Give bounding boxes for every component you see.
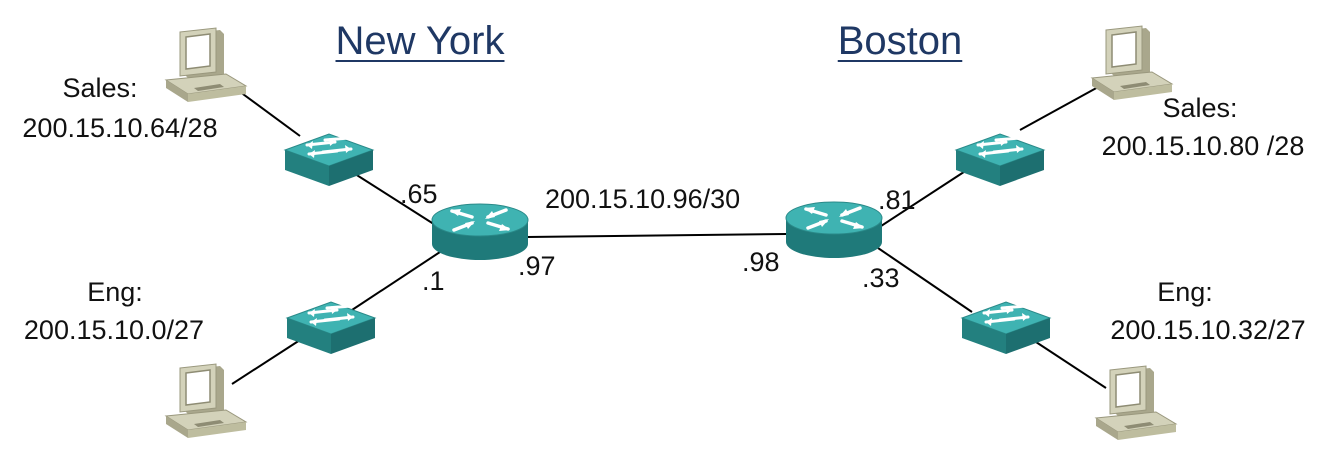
desktop-computer-icon bbox=[165, 363, 247, 439]
link-bos-eng-pc bbox=[1035, 341, 1107, 389]
bos-wan-address: .98 bbox=[742, 247, 780, 277]
link-wan bbox=[526, 233, 787, 238]
bos-eng-label: Eng: bbox=[1157, 277, 1213, 307]
ny-sales-label: Sales: bbox=[62, 73, 138, 103]
desktop-computer-icon bbox=[1091, 25, 1173, 101]
link-ny-eng-pc bbox=[231, 339, 301, 385]
link-bos-sales-switch bbox=[877, 167, 971, 229]
ny-sales-network: 200.15.10.64/28 bbox=[22, 113, 218, 143]
link-bos-eng-switch bbox=[877, 247, 973, 313]
switch-icon bbox=[283, 132, 375, 188]
ny-eng-gateway: .1 bbox=[422, 266, 445, 296]
ny-eng-label: Eng: bbox=[87, 277, 143, 307]
link-ny-eng-switch bbox=[351, 251, 441, 311]
links bbox=[231, 85, 1107, 389]
wan-network: 200.15.10.96/30 bbox=[545, 184, 741, 214]
bos-sales-network: 200.15.10.80 /28 bbox=[1101, 131, 1305, 161]
desktop-computer-icon bbox=[1095, 365, 1177, 441]
bos-eng-network: 200.15.10.32/27 bbox=[1110, 315, 1306, 345]
switch-icon bbox=[960, 300, 1052, 356]
ny-wan-address: .97 bbox=[518, 251, 556, 281]
switch-icon bbox=[954, 132, 1046, 188]
router-icon bbox=[430, 202, 530, 262]
router-icon bbox=[784, 200, 884, 260]
link-ny-sales-switch bbox=[351, 171, 441, 229]
ny-eng-network: 200.15.10.0/27 bbox=[23, 315, 205, 345]
bos-sales-gateway: .81 bbox=[878, 185, 916, 215]
site-title-boston: Boston bbox=[837, 19, 963, 63]
bos-sales-label: Sales: bbox=[1162, 93, 1238, 123]
switch-icon bbox=[285, 300, 377, 356]
bos-eng-gateway: .33 bbox=[862, 263, 900, 293]
link-bos-sales-pc bbox=[1019, 85, 1101, 131]
ny-sales-gateway: .65 bbox=[400, 179, 438, 209]
desktop-computer-icon bbox=[165, 27, 247, 103]
site-title-new-york: New York bbox=[335, 19, 505, 63]
